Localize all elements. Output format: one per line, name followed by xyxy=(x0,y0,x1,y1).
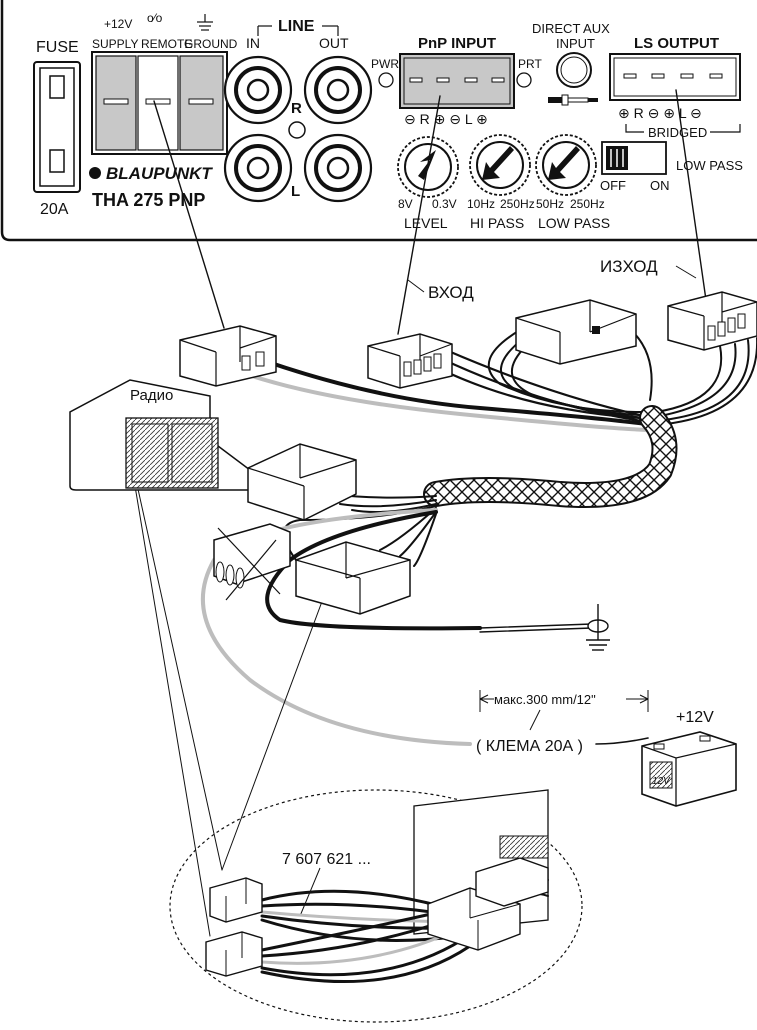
switch-label: LOW PASS xyxy=(676,158,743,173)
speaker-plug xyxy=(295,541,411,615)
prt-led-icon xyxy=(516,72,532,88)
input-label: ВХОД xyxy=(428,283,474,302)
pwr-led-icon xyxy=(378,72,394,88)
remote-switch-icon: o⁄o xyxy=(147,11,163,25)
ground-label: GROUND xyxy=(184,37,238,51)
prt-label: PRT xyxy=(518,57,542,71)
fuse-rating: 20A xyxy=(40,201,69,218)
direct-aux-label-2: INPUT xyxy=(556,36,595,51)
hi-pass-max-label: 250Hz xyxy=(500,197,535,211)
channel-l-label: L xyxy=(291,183,300,200)
amplifier-panel: FUSE 20A +12V SUPPLY o⁄o REMOTE GROUND xyxy=(0,0,757,242)
ls-output-connector: LS OUTPUT ⊕ R ⊖ ⊕ L ⊖ BRIDGED xyxy=(609,35,741,140)
max-length-label: макс.300 mm/12" xyxy=(494,692,596,707)
chassis-ground-icon xyxy=(586,604,610,651)
detail-plug-lower xyxy=(205,931,263,977)
detail-view: 7 607 621 ... xyxy=(169,789,583,1023)
low-pass-min-label: 50Hz xyxy=(536,197,564,211)
hi-pass-knob[interactable] xyxy=(469,134,531,196)
length-dimension xyxy=(479,690,649,712)
low-pass-max-label: 250Hz xyxy=(570,197,605,211)
level-max-label: 0.3V xyxy=(432,197,457,211)
ground-symbol-icon xyxy=(197,14,213,31)
battery: +12V 12V xyxy=(641,709,737,807)
iso-connector xyxy=(247,443,357,521)
supply-label: +12V xyxy=(104,17,132,31)
hi-pass-arrow-icon xyxy=(482,146,514,180)
switch-off-label: OFF xyxy=(600,178,626,193)
level-arrow-icon xyxy=(418,150,436,180)
pwr-label: PWR xyxy=(371,57,399,71)
direct-aux-input: DIRECT AUX INPUT xyxy=(532,21,610,106)
ls-polarity-label: ⊕ R ⊖ ⊕ L ⊖ xyxy=(618,105,702,121)
fuse-label: FUSE xyxy=(36,39,79,56)
line-rca-jacks: LINE IN OUT R L xyxy=(223,18,373,203)
brand-logo: BLAUPUNKT xyxy=(106,164,213,183)
low-pass-label: LOW PASS xyxy=(538,215,610,231)
line-in-label: IN xyxy=(246,35,260,51)
part-number-label: 7 607 621 ... xyxy=(282,851,371,868)
pnp-input-label: PnP INPUT xyxy=(418,35,496,52)
radio-unit: Радио xyxy=(69,379,251,491)
model-name: THA 275 PNP xyxy=(92,190,205,210)
supply-label-2: SUPPLY xyxy=(92,37,138,51)
low-pass-arrow-icon xyxy=(548,146,580,180)
line-out-label: OUT xyxy=(319,35,349,51)
fuse-holder: FUSE 20A xyxy=(33,39,81,218)
pnp-input-connector: PnP INPUT PWR PRT ⊖ R ⊕ ⊖ L ⊕ xyxy=(371,35,542,127)
pnp-polarity-label: ⊖ R ⊕ ⊖ L ⊕ xyxy=(404,111,488,127)
power-plug xyxy=(179,325,277,387)
battery-inner-label: 12V xyxy=(652,776,671,787)
level-label: LEVEL xyxy=(404,215,448,231)
line-label: LINE xyxy=(278,18,315,35)
ls-output-label: LS OUTPUT xyxy=(634,35,719,52)
low-pass-knob[interactable] xyxy=(535,134,597,196)
bridged-label: BRIDGED xyxy=(648,125,707,140)
hi-pass-label: HI PASS xyxy=(470,215,524,231)
detail-vehicle-connector xyxy=(427,835,549,951)
battery-voltage-label: +12V xyxy=(676,709,714,726)
level-min-label: 8V xyxy=(398,197,413,211)
switch-on-label: ON xyxy=(650,178,670,193)
brand-dot-icon xyxy=(89,167,101,179)
adapter-plug xyxy=(515,299,637,365)
output-plug xyxy=(667,291,757,351)
direct-aux-label: DIRECT AUX xyxy=(532,21,610,36)
jack-plug-icon xyxy=(548,94,598,106)
fuse-clamp-label: ( КЛЕМА 20А ) xyxy=(476,738,583,755)
channel-r-label: R xyxy=(291,100,302,117)
detail-plug-upper xyxy=(209,877,263,923)
cables xyxy=(133,89,757,937)
input-plug xyxy=(367,333,453,389)
output-label: ИЗХОД xyxy=(600,257,658,276)
remote-label: REMOTE xyxy=(141,37,192,51)
hi-pass-min-label: 10Hz xyxy=(467,197,495,211)
fuse-connector xyxy=(213,523,291,601)
power-terminal-block: +12V SUPPLY o⁄o REMOTE GROUND xyxy=(91,11,238,155)
radio-label: Радио xyxy=(130,387,173,404)
low-pass-switch[interactable] xyxy=(601,141,667,175)
